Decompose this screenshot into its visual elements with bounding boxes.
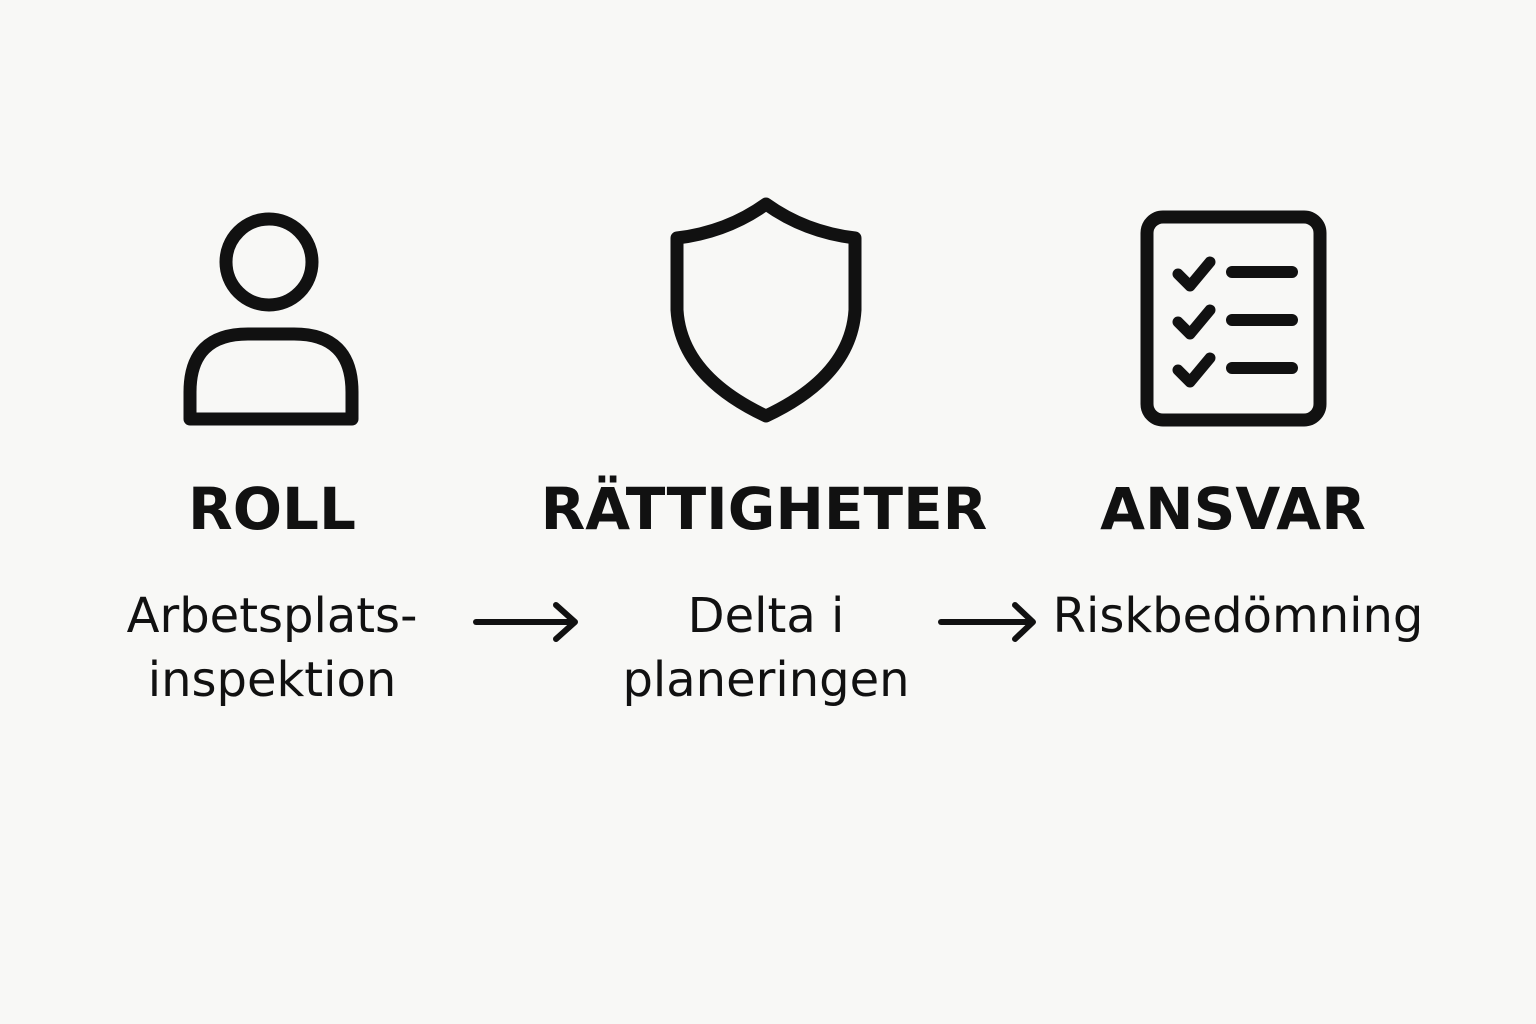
step-description-line: inspektion: [147, 652, 397, 708]
step-description-line: Delta i: [687, 588, 845, 644]
step-description-roll: Arbetsplats- inspektion: [127, 584, 418, 712]
shield-icon: [667, 197, 867, 426]
step-title-ansvar: ANSVAR: [1100, 475, 1366, 543]
step-description-line: Riskbedömning: [1052, 588, 1424, 644]
step-description-rattigheter: Delta i planeringen: [622, 584, 909, 712]
arrow-right-icon: [473, 600, 584, 644]
step-description-line: planeringen: [622, 652, 910, 708]
step-title-roll: ROLL: [188, 475, 356, 543]
checklist-icon: [1140, 210, 1328, 428]
step-description-line: Arbetsplats-: [126, 588, 418, 644]
step-description-ansvar: Riskbedömning: [1053, 584, 1424, 648]
person-icon: [182, 212, 360, 428]
step-title-rattigheter: RÄTTIGHETER: [540, 475, 988, 543]
arrow-right-icon: [938, 600, 1039, 644]
